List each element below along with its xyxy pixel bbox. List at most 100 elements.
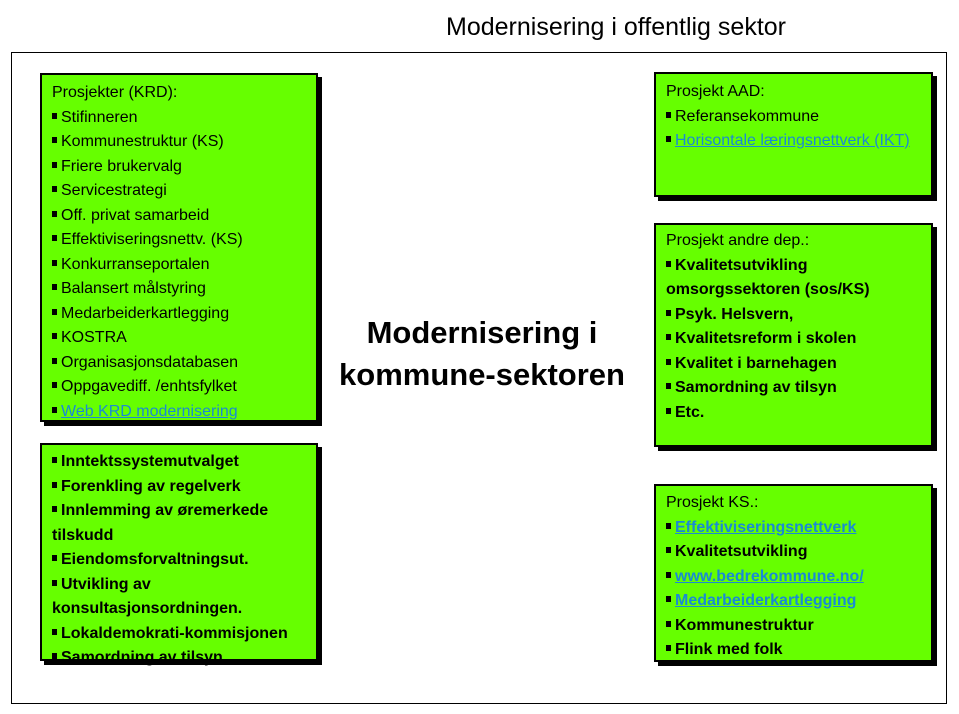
ks-heading: Prosjekt KS.:	[666, 494, 759, 511]
list-item[interactable]: Effektiviseringsnettverk	[666, 516, 921, 541]
list-item: Psyk. Helsvern,	[666, 303, 921, 328]
list-item: Kvalitet i barnehagen	[666, 352, 921, 377]
item-label: KOSTRA	[61, 329, 127, 346]
bullet-icon	[52, 579, 57, 586]
bullet-icon	[666, 571, 671, 578]
list-item[interactable]: Horisontale læringsnettverk (IKT)	[666, 129, 921, 154]
item-label: Flink med folk	[675, 641, 783, 658]
item-label: Kvalitet i barnehagen	[675, 354, 837, 372]
list-item: Etc.	[666, 401, 921, 426]
item-label: Samordning av tilsyn	[61, 649, 223, 666]
item-link[interactable]: www.bedrekommune.no/	[675, 567, 864, 585]
bullet-icon	[666, 111, 671, 118]
item-label: Effektiviseringsnettv. (KS)	[61, 231, 243, 248]
list-item: Kvalitetsutvikling omsorgssektoren (sos/…	[666, 254, 921, 303]
bullet-icon	[52, 481, 57, 488]
list-item: Kommunestruktur (KS)	[52, 130, 306, 155]
item-label: Kommunestruktur (KS)	[61, 133, 224, 150]
list-item: Flink med folk	[666, 638, 921, 663]
list-item: Oppgavediff. /enhtsfylket	[52, 375, 306, 400]
item-link[interactable]: Web KRD modernisering	[61, 402, 238, 420]
item-label: Utvikling av konsultasjonsordningen.	[52, 575, 243, 618]
item-label: Kvalitetsreform i skolen	[675, 330, 857, 347]
bullet-icon	[52, 555, 57, 561]
item-label: Servicestrategi	[61, 182, 167, 199]
bullet-icon	[52, 628, 57, 635]
bullet-icon	[666, 407, 671, 414]
item-label: Inntektssystemutvalget	[61, 453, 239, 470]
item-label: Eiendomsforvaltningsut.	[61, 551, 249, 568]
list-item: Inntektssystemutvalget	[52, 450, 306, 475]
item-label: Konkurranseportalen	[61, 255, 210, 273]
bullet-icon	[52, 333, 57, 339]
bullet-icon	[666, 136, 671, 142]
bullet-icon	[666, 260, 671, 267]
item-label: Innlemming av øremerkede tilskudd	[52, 502, 269, 544]
list-item: Servicestrategi	[52, 179, 306, 204]
item-label: Forenkling av regelverk	[61, 477, 241, 495]
list-item: Utvikling av konsultasjonsordningen.	[52, 573, 306, 622]
item-link[interactable]: Effektiviseringsnettverk	[675, 518, 857, 536]
item-label: Stifinneren	[61, 108, 138, 126]
bullet-icon	[52, 137, 57, 143]
list-item: Off. privat samarbeid	[52, 204, 306, 229]
dep-heading: Prosjekt andre dep.:	[666, 232, 810, 249]
bullet-icon	[666, 547, 671, 553]
bullet-icon	[52, 457, 57, 463]
bullet-icon	[52, 186, 57, 192]
center-title: Modernisering i kommune-sektoren	[339, 315, 625, 392]
list-item: Eiendomsforvaltningsut.	[52, 548, 306, 573]
bullet-icon	[666, 522, 671, 529]
diagram-frame	[11, 52, 947, 704]
list-item: Organisasjonsdatabasen	[52, 351, 306, 376]
bullet-icon	[52, 382, 57, 388]
item-link[interactable]: Horisontale læringsnettverk (IKT)	[675, 132, 910, 149]
list-item: Balansert målstyring	[52, 277, 306, 302]
list-item: Samordning av tilsyn	[52, 646, 306, 671]
bullet-icon	[52, 308, 57, 315]
list-item: Kvalitetsreform i skolen	[666, 327, 921, 352]
bullet-icon	[666, 383, 671, 389]
bullet-icon	[52, 406, 57, 413]
bullet-icon	[666, 645, 671, 651]
bullet-icon	[52, 506, 57, 512]
bullet-icon	[666, 334, 671, 340]
item-label: Balansert målstyring	[61, 280, 206, 297]
list-item: Kvalitetsutvikling	[666, 540, 921, 565]
list-item: Samordning av tilsyn	[666, 376, 921, 401]
item-label: Organisasjonsdatabasen	[61, 353, 239, 371]
bullet-icon	[666, 309, 671, 316]
list-item: KOSTRA	[52, 326, 306, 351]
item-link[interactable]: Medarbeiderkartlegging	[675, 592, 857, 609]
list-item: Lokaldemokrati-kommisjonen	[52, 622, 306, 647]
item-label: Medarbeiderkartlegging	[61, 304, 230, 322]
dep-list: Kvalitetsutvikling omsorgssektoren (sos/…	[666, 254, 921, 426]
bullet-icon	[666, 358, 671, 365]
other-dep-box: Prosjekt andre dep.: Kvalitetsutvikling …	[654, 223, 933, 447]
list-item: Stifinneren	[52, 106, 306, 131]
bullet-icon	[666, 596, 671, 602]
list-item: Medarbeiderkartlegging	[52, 302, 306, 327]
item-label: Off. privat samarbeid	[61, 206, 210, 224]
list-item[interactable]: Medarbeiderkartlegging	[666, 589, 921, 614]
krd-heading: Prosjekter (KRD):	[52, 84, 178, 101]
list-item[interactable]: www.bedrekommune.no/	[666, 565, 921, 590]
item-label: Kommunestruktur	[675, 616, 814, 634]
bullet-icon	[52, 161, 57, 168]
list-item: Friere brukervalg	[52, 155, 306, 180]
list-item[interactable]: Web KRD modernisering	[52, 400, 306, 425]
item-label: Oppgavediff. /enhtsfylket	[61, 378, 237, 395]
aad-heading: Prosjekt AAD:	[666, 83, 765, 100]
item-label: Etc.	[675, 403, 705, 421]
bullet-icon	[52, 284, 57, 290]
item-label: Samordning av tilsyn	[675, 379, 837, 396]
bullet-icon	[52, 357, 57, 364]
page-title: Modernisering i offentlig sektor	[446, 13, 786, 41]
